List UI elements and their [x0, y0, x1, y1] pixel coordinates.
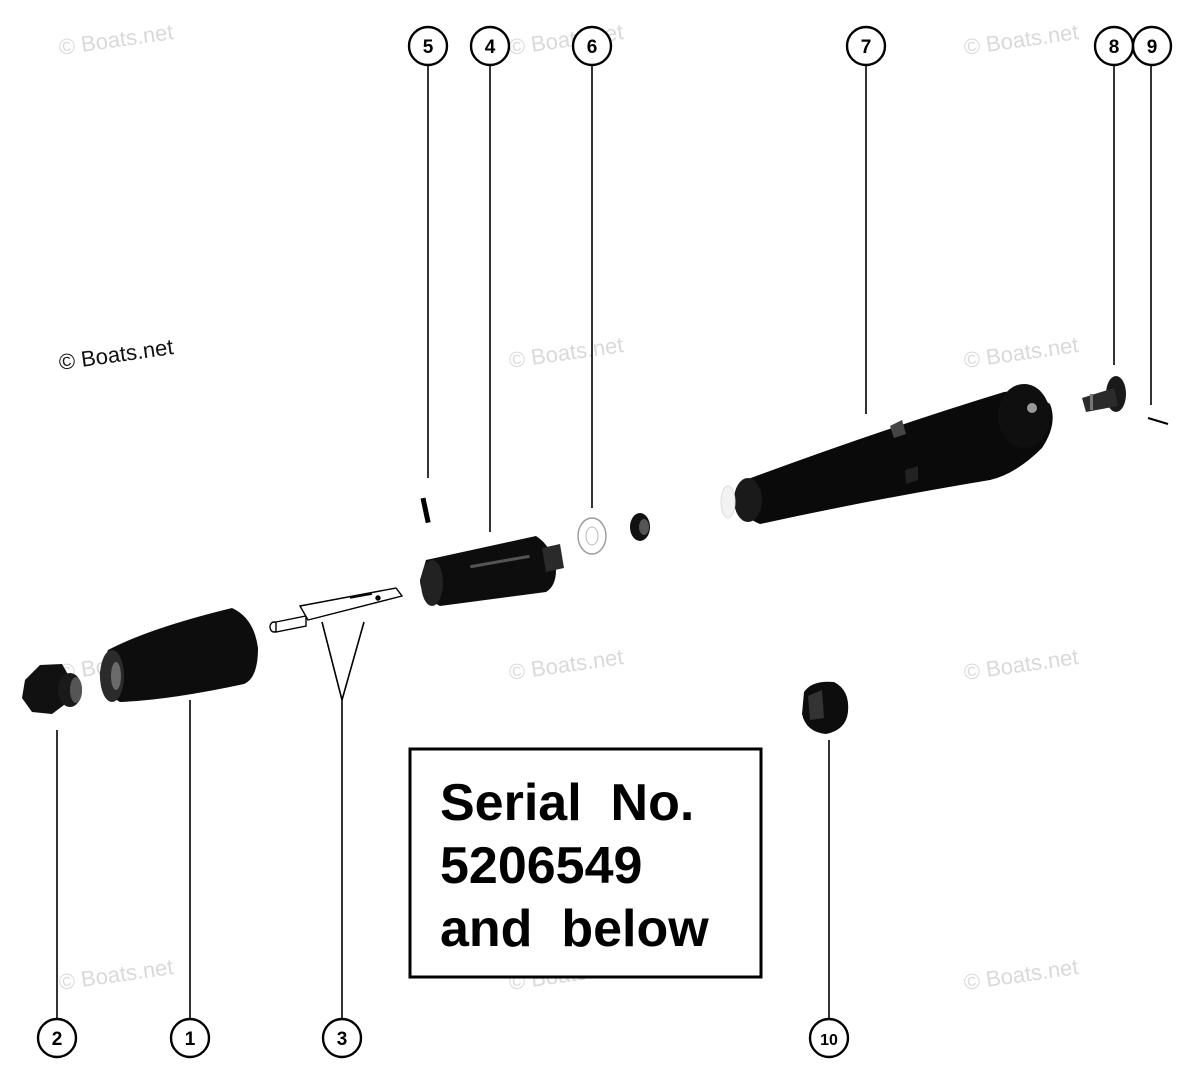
part-7-head-hole [1027, 403, 1037, 413]
part-3-rod [298, 587, 404, 621]
spacer-inner [639, 519, 649, 535]
watermark: © Boats.net [507, 644, 625, 685]
part-7-collar [734, 478, 762, 522]
callout-5-label: 5 [423, 37, 434, 58]
watermark: © Boats.net [57, 19, 175, 60]
part-7-shaft [738, 391, 1053, 524]
part-3-hole [375, 595, 381, 601]
part-6-inner [585, 526, 599, 546]
part-1-end-inner [111, 662, 121, 690]
callout-6-label: 6 [587, 37, 598, 58]
part-9-pin [1147, 416, 1169, 426]
leader-lines [56, 66, 1152, 1018]
part-6-outer [577, 517, 607, 555]
callout-2: 2 [36, 1017, 78, 1059]
part-7-lower-tab [905, 466, 918, 484]
part-7-collar-face [720, 485, 736, 519]
part-4-end [421, 560, 443, 606]
part-7-head [998, 384, 1050, 448]
part-4-cylinder [420, 536, 564, 606]
leader-line-3a [321, 621, 343, 701]
callout-9: 9 [1131, 25, 1173, 67]
serial-line-2: 5206549 [440, 837, 642, 895]
callout-4: 4 [469, 25, 511, 67]
part-2-hex [22, 664, 70, 714]
part-4-nub [542, 544, 564, 572]
part-10-knob [802, 681, 849, 734]
callout-7-label: 7 [861, 37, 872, 58]
callout-7: 7 [845, 25, 887, 67]
spacer [630, 513, 650, 541]
callout-10: 10 [808, 1017, 850, 1059]
part-10-shading [808, 690, 824, 720]
callouts: 5 4 6 7 8 9 2 1 [36, 25, 1173, 1059]
leader-line-3b [341, 621, 365, 701]
part-5-body [420, 497, 431, 524]
part-8-band [1090, 394, 1093, 410]
watermark: © Boats.net [962, 954, 1080, 995]
serial-line-1: Serial No. [440, 774, 694, 832]
callout-1: 1 [169, 1017, 211, 1059]
callout-6: 6 [571, 25, 613, 67]
part-9-body [1147, 416, 1169, 426]
part-6-washer [577, 517, 607, 555]
watermark: © Boats.net [962, 644, 1080, 685]
serial-box-frame [408, 747, 763, 979]
callout-3-label: 3 [337, 1029, 348, 1050]
callout-2-label: 2 [52, 1029, 63, 1050]
part-8-bushing [1082, 376, 1126, 412]
callout-10-label: 10 [820, 1032, 838, 1049]
watermark: © Boats.net [507, 332, 625, 373]
watermark: © Boats.net [57, 334, 175, 375]
watermark: © Boats.net [57, 954, 175, 995]
part-7-bracket [890, 420, 906, 438]
part-2-end-cap [22, 664, 82, 714]
callout-8-label: 8 [1109, 37, 1120, 58]
watermark: © Boats.net [962, 19, 1080, 60]
watermark: © Boats.net [962, 332, 1080, 373]
callout-1-label: 1 [185, 1029, 196, 1050]
callout-9-label: 9 [1147, 37, 1158, 58]
callout-3: 3 [321, 1017, 363, 1059]
part-1-grip-sleeve [99, 608, 258, 702]
part-3-pin [275, 615, 307, 633]
callout-5: 5 [407, 25, 449, 67]
callout-8: 8 [1093, 25, 1135, 67]
serial-line-3: and below [440, 900, 709, 958]
part-7-tiller-handle [720, 384, 1053, 524]
part-4-body [420, 536, 556, 606]
part-4-highlight [470, 554, 530, 569]
callout-4-label: 4 [485, 37, 496, 58]
part-5-pin [420, 497, 431, 524]
part-10-body [802, 681, 849, 734]
part-3-rod-mark [349, 593, 373, 599]
serial-number-box: Serial No. 5206549 and below [408, 747, 763, 979]
part-3-shaft [269, 587, 404, 633]
part-1-body [99, 608, 258, 702]
part-2-collar-face [70, 677, 82, 703]
